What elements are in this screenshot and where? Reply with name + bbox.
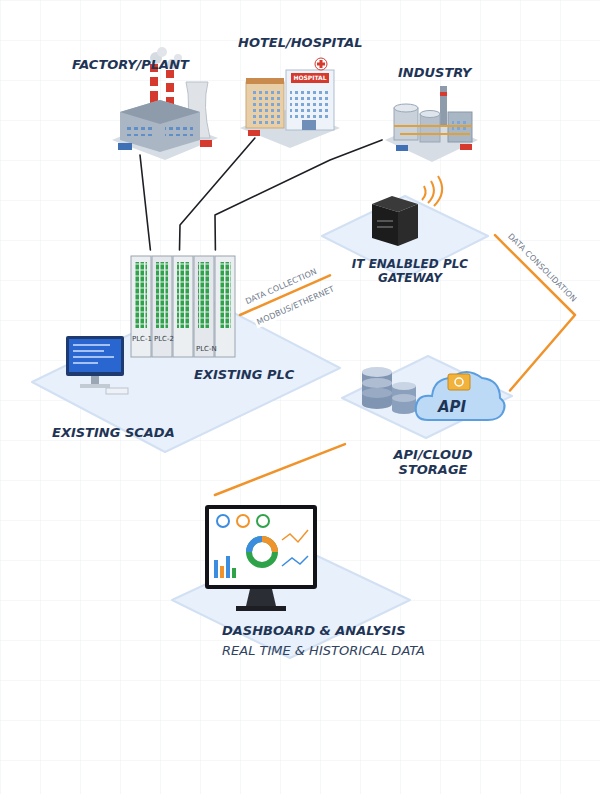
node-text: PLC-2 [154, 336, 174, 343]
connector [215, 444, 345, 495]
diagram-node: EXISTING PLCEXISTING SCADAPLC-1PLC-2PLC-… [28, 240, 348, 455]
node-text: PLC-N [196, 346, 217, 353]
cloud-icon [416, 372, 505, 420]
node-text: FACTORY/PLANT [72, 58, 189, 73]
scada-monitor [66, 336, 128, 394]
annotation-label: HOSPITAL [292, 75, 328, 81]
dashboard-monitor [205, 505, 317, 611]
connector [140, 155, 150, 250]
connector [180, 138, 255, 250]
diagram-node: INDUSTRY [382, 63, 482, 158]
diagram-node: HOTEL/HOSPITAL [236, 33, 371, 138]
diagram-node: FACTORY/PLANT [68, 55, 218, 155]
node-text: API [438, 398, 466, 416]
plc-rack [131, 256, 235, 357]
node-text: API/CLOUD STORAGE [378, 448, 488, 478]
node-text: EXISTING SCADA [52, 426, 175, 441]
node-text: DASHBOARD & ANALYSIS [222, 624, 406, 639]
diagram-node: DASHBOARD & ANALYSIS REAL TIME & HISTORIC… [170, 495, 460, 675]
connector [215, 140, 382, 250]
database-stack [362, 367, 416, 414]
node-text: HOTEL/HOSPITAL [238, 36, 363, 51]
api-platform [342, 356, 512, 438]
diagram-node: PLC-1PLC-2PLC-N [128, 250, 240, 362]
node-text: REAL TIME & HISTORICAL DATA [222, 644, 425, 659]
node-text: IT ENALBLED PLC GATEWAY [350, 258, 470, 286]
node-text: INDUSTRY [398, 66, 472, 81]
hotel-hospital-illustration [240, 58, 340, 148]
gateway-device [372, 176, 442, 246]
diagram-node: IT ENALBLED PLC GATEWAY [330, 180, 495, 295]
node-text: EXISTING PLC [194, 368, 294, 383]
industry-illustration [385, 86, 478, 162]
diagram-node: API API/CLOUD STORAGE [345, 335, 510, 520]
node-text: PLC-1 [132, 336, 152, 343]
